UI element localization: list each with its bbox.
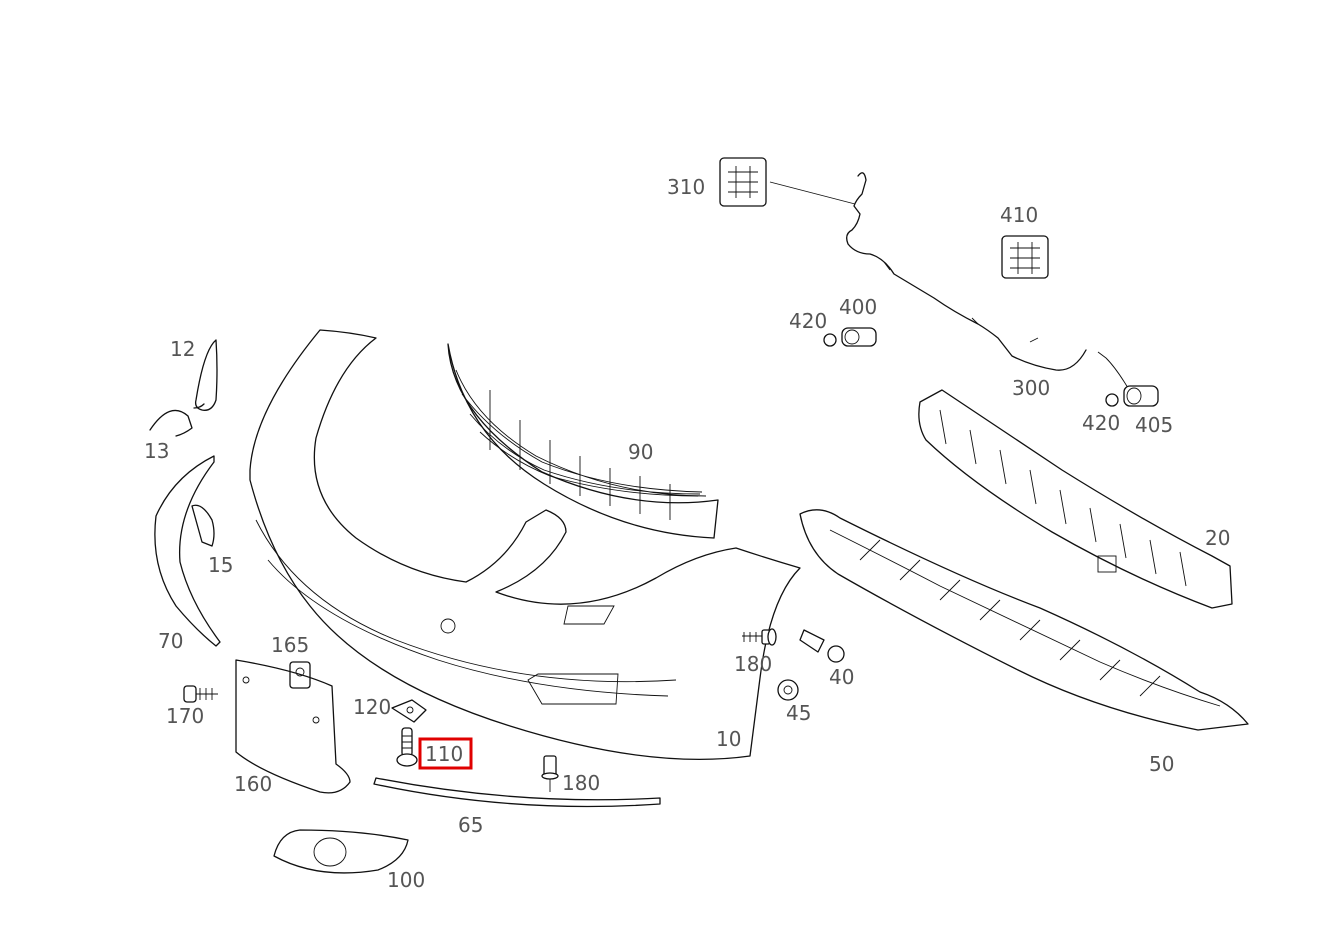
label-120: 120 [353,695,391,719]
label-12: 12 [170,337,195,361]
label-400: 400 [839,295,877,319]
label-100: 100 [387,868,425,892]
label-110[interactable]: 110 [425,742,463,766]
part-13-clip [149,409,193,437]
label-410: 410 [1000,203,1038,227]
part-120-bracket [391,699,427,723]
label-405: 405 [1135,413,1173,437]
label-15: 15 [208,553,233,577]
part-20-reinforcement [918,389,1233,609]
part-160-plate-bracket [235,659,351,794]
label-160: 160 [234,772,272,796]
part-310-bracket [719,157,856,207]
label-420-left: 420 [789,309,827,333]
part-40-clip [799,629,845,663]
label-170: 170 [166,704,204,728]
part-10-bumper-cover [249,329,801,761]
label-50: 50 [1149,752,1174,776]
part-65-strip [373,777,661,808]
part-300-wiring-harness [846,172,1129,389]
part-400-sensor [823,327,877,347]
label-165: 165 [271,633,309,657]
label-13: 13 [144,439,169,463]
label-420-right: 420 [1082,411,1120,435]
part-110-bolt [396,727,418,767]
part-170-screw [183,685,218,703]
label-70: 70 [158,629,183,653]
label-65: 65 [458,813,483,837]
label-310: 310 [667,175,705,199]
part-45-nut [777,679,799,701]
label-180-upper: 180 [734,652,772,676]
part-180-fastener-upper [742,628,777,646]
part-15-bracket [191,504,215,547]
part-12-cover [193,339,218,411]
label-10: 10 [716,727,741,751]
part-180-fastener-lower [541,755,559,792]
label-40: 40 [829,665,854,689]
label-180-lower: 180 [562,771,600,795]
part-70-trim-strip [154,455,221,647]
part-405-sensor [1105,385,1159,407]
part-50-undertray [799,509,1249,731]
part-100-fog-cover [273,829,409,874]
label-45: 45 [786,701,811,725]
part-90-grille [447,343,719,539]
label-90: 90 [628,440,653,464]
part-410-bracket [1001,235,1049,279]
label-300: 300 [1012,376,1050,400]
highlight-box-110 [418,737,473,770]
label-20: 20 [1205,526,1230,550]
